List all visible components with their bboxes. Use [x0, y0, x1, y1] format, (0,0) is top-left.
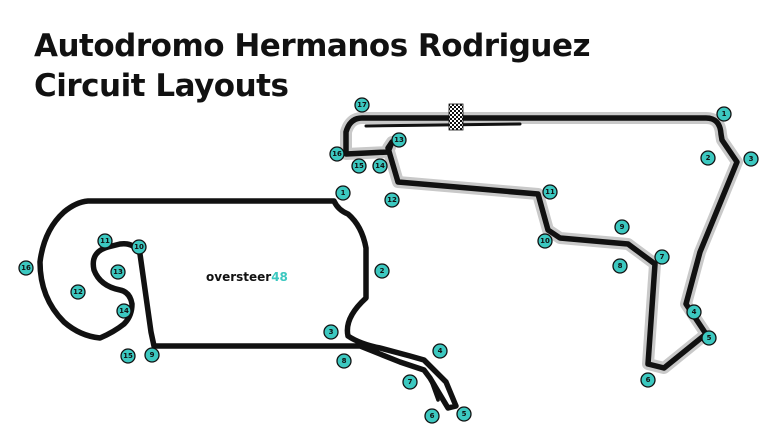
- historic-layout-loop: [428, 376, 440, 402]
- svg-text:15: 15: [123, 352, 133, 360]
- turn-marker-historic-14: 14: [116, 303, 132, 319]
- turn-marker-historic-6: 6: [424, 408, 440, 424]
- svg-text:oversteer48: oversteer48: [206, 270, 288, 284]
- svg-text:13: 13: [394, 136, 404, 144]
- svg-text:14: 14: [375, 162, 385, 170]
- svg-text:9: 9: [150, 351, 155, 359]
- svg-text:2: 2: [706, 154, 711, 162]
- turn-marker-current-16: 16: [329, 146, 345, 162]
- turn-marker-current-7: 7: [654, 249, 670, 265]
- svg-text:1: 1: [341, 189, 346, 197]
- title-line-1: Autodromo Hermanos Rodriguez: [34, 28, 591, 64]
- svg-text:9: 9: [620, 223, 625, 231]
- historic-turn-markers: 1 2 3 4 5 6 7 8 9 10 11 12 13 14 15 16: [18, 185, 472, 424]
- svg-text:15: 15: [354, 162, 364, 170]
- turn-marker-historic-9: 9: [144, 347, 160, 363]
- svg-text:7: 7: [408, 378, 413, 386]
- turn-marker-current-1: 1: [716, 106, 732, 122]
- turn-marker-current-6: 6: [640, 372, 656, 388]
- svg-text:5: 5: [462, 410, 467, 418]
- turn-marker-historic-5: 5: [456, 406, 472, 422]
- page-title: Autodromo Hermanos Rodriguez Circuit Lay…: [34, 26, 591, 106]
- svg-text:16: 16: [21, 264, 31, 272]
- turn-marker-historic-1: 1: [335, 185, 351, 201]
- svg-text:11: 11: [100, 237, 110, 245]
- turn-marker-historic-10: 10: [131, 239, 147, 255]
- turn-marker-historic-8: 8: [336, 353, 352, 369]
- turn-marker-current-15: 15: [351, 158, 367, 174]
- turn-marker-historic-3: 3: [323, 324, 339, 340]
- turn-marker-current-3: 3: [743, 151, 759, 167]
- svg-text:16: 16: [332, 150, 342, 158]
- svg-text:4: 4: [438, 347, 443, 355]
- svg-text:6: 6: [430, 412, 435, 420]
- svg-text:1: 1: [722, 110, 727, 118]
- brand-logo-text: oversteer: [206, 270, 271, 284]
- turn-marker-historic-11: 11: [97, 233, 113, 249]
- turn-marker-current-14: 14: [372, 158, 388, 174]
- start-finish-flag-icon: [448, 103, 464, 131]
- current-layout-pit-lane: [364, 122, 522, 128]
- title-line-2: Circuit Layouts: [34, 68, 289, 104]
- current-layout-track: [343, 115, 740, 371]
- historic-layout-track: [37, 198, 459, 411]
- svg-text:10: 10: [540, 237, 550, 245]
- turn-marker-historic-7: 7: [402, 374, 418, 390]
- current-layout: [340, 103, 743, 374]
- svg-text:10: 10: [134, 243, 144, 251]
- turn-marker-historic-15: 15: [120, 348, 136, 364]
- svg-text:13: 13: [113, 268, 123, 276]
- svg-text:3: 3: [329, 328, 334, 336]
- turn-marker-historic-2: 2: [374, 263, 390, 279]
- svg-text:2: 2: [380, 267, 385, 275]
- turn-marker-current-12: 12: [384, 192, 400, 208]
- turn-marker-current-8: 8: [612, 258, 628, 274]
- current-turn-markers: 1 2 3 4 5 6 7 8 9 10 11 12 13 14 15 16 1…: [329, 97, 759, 388]
- svg-text:8: 8: [342, 357, 347, 365]
- turn-marker-current-5: 5: [701, 330, 717, 346]
- turn-marker-current-2: 2: [700, 150, 716, 166]
- svg-text:4: 4: [692, 308, 697, 316]
- svg-text:6: 6: [646, 376, 651, 384]
- svg-text:7: 7: [660, 253, 665, 261]
- svg-text:5: 5: [707, 334, 712, 342]
- svg-text:12: 12: [73, 288, 83, 296]
- brand-logo: oversteer48: [206, 270, 288, 284]
- turn-marker-current-10: 10: [537, 233, 553, 249]
- svg-text:11: 11: [545, 188, 555, 196]
- svg-text:8: 8: [618, 262, 623, 270]
- turn-marker-current-17: 17: [354, 97, 370, 113]
- turn-marker-current-4: 4: [686, 304, 702, 320]
- turn-marker-historic-4: 4: [432, 343, 448, 359]
- svg-text:12: 12: [387, 196, 397, 204]
- historic-layout: [37, 198, 459, 411]
- svg-text:3: 3: [749, 155, 754, 163]
- turn-marker-historic-13: 13: [110, 264, 126, 280]
- turn-marker-current-9: 9: [614, 219, 630, 235]
- turn-marker-historic-12: 12: [70, 284, 86, 300]
- svg-text:14: 14: [119, 307, 129, 315]
- turn-marker-current-11: 11: [542, 184, 558, 200]
- svg-text:17: 17: [357, 101, 367, 109]
- brand-logo-number: 48: [271, 270, 288, 284]
- turn-marker-current-13: 13: [391, 132, 407, 148]
- turn-marker-historic-16: 16: [18, 260, 34, 276]
